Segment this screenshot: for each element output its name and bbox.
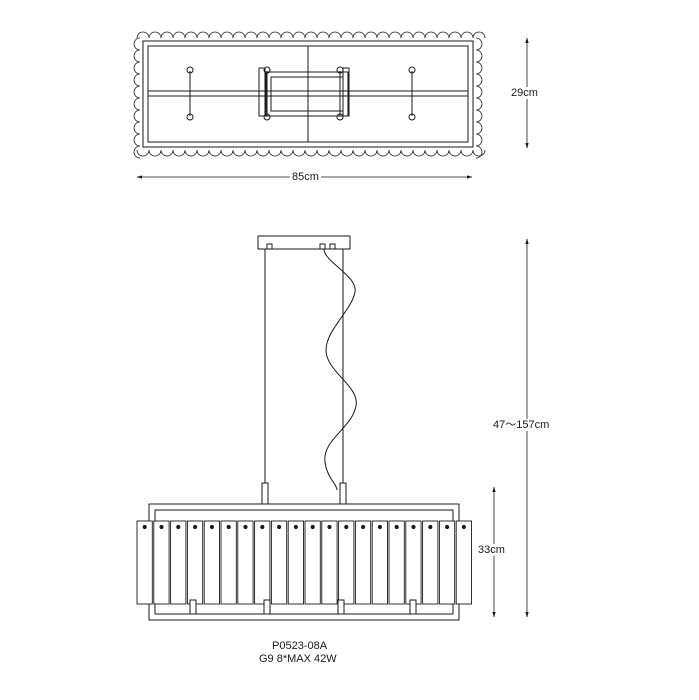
crystal-panel [321,520,338,605]
crystal-panel [438,520,456,605]
panel-hang-hole [461,524,466,530]
crystal-panel [455,520,472,605]
side-view [136,235,472,621]
crystal-panel [170,520,187,605]
panel-hang-hole [277,524,282,530]
panel-hang-hole [394,524,399,530]
power-cord [323,248,357,491]
panel-hang-hole [159,524,164,530]
crystal-panel [237,520,254,605]
panel-hang-hole [361,524,366,530]
crystal-scallop-edge [133,31,486,159]
crystal-panels [136,520,472,605]
crystal-panel [338,520,355,605]
dimension-label-top-height: 29cm [511,87,538,99]
panel-hang-hole [142,524,147,530]
crystal-panel [220,520,237,605]
panel-hang-hole [411,524,416,530]
panel-hang-hole [226,524,231,530]
dimension-label-drop-range: 47～157cm [492,419,551,431]
panel-hang-hole [344,524,349,530]
crystal-panel [287,520,304,605]
top-bulb-holders [186,66,416,121]
panel-hang-hole [377,524,382,530]
crystal-panel [422,520,439,605]
dimension-label-width: 85cm [290,171,321,183]
crystal-panel [371,520,388,605]
crystal-panel [136,520,153,605]
crystal-panel [304,520,321,605]
canopy-screw-right-a [319,243,326,250]
canopy-screw-left [266,243,273,250]
crystal-panel [203,520,220,605]
panel-hang-hole [176,524,181,530]
panel-hang-hole [293,524,298,530]
dimension-label-body-height: 33cm [477,544,506,556]
top-view [133,31,486,159]
ceiling-canopy [257,235,351,250]
panel-hang-hole [445,524,450,530]
product-spec: G9 8*MAX 42W [259,653,337,665]
panel-hang-hole [243,524,248,530]
crystal-panel [254,520,271,605]
crystal-panel [405,520,422,605]
crystal-panel [270,520,288,605]
panel-hang-hole [310,524,315,530]
panel-hang-hole [428,524,433,530]
panel-hang-hole [327,524,332,530]
crystal-panel [354,520,372,605]
top-center-plate [265,71,349,117]
panel-hang-hole [193,524,198,530]
product-model: P0523-08A [272,640,328,652]
panel-hang-hole [260,524,265,530]
crystal-panel [186,520,204,605]
bulb-holders [189,599,417,615]
crystal-panel [153,520,170,605]
crystal-panel [388,520,405,605]
canopy-screw-right-b [329,243,336,250]
panel-hang-hole [209,524,214,530]
